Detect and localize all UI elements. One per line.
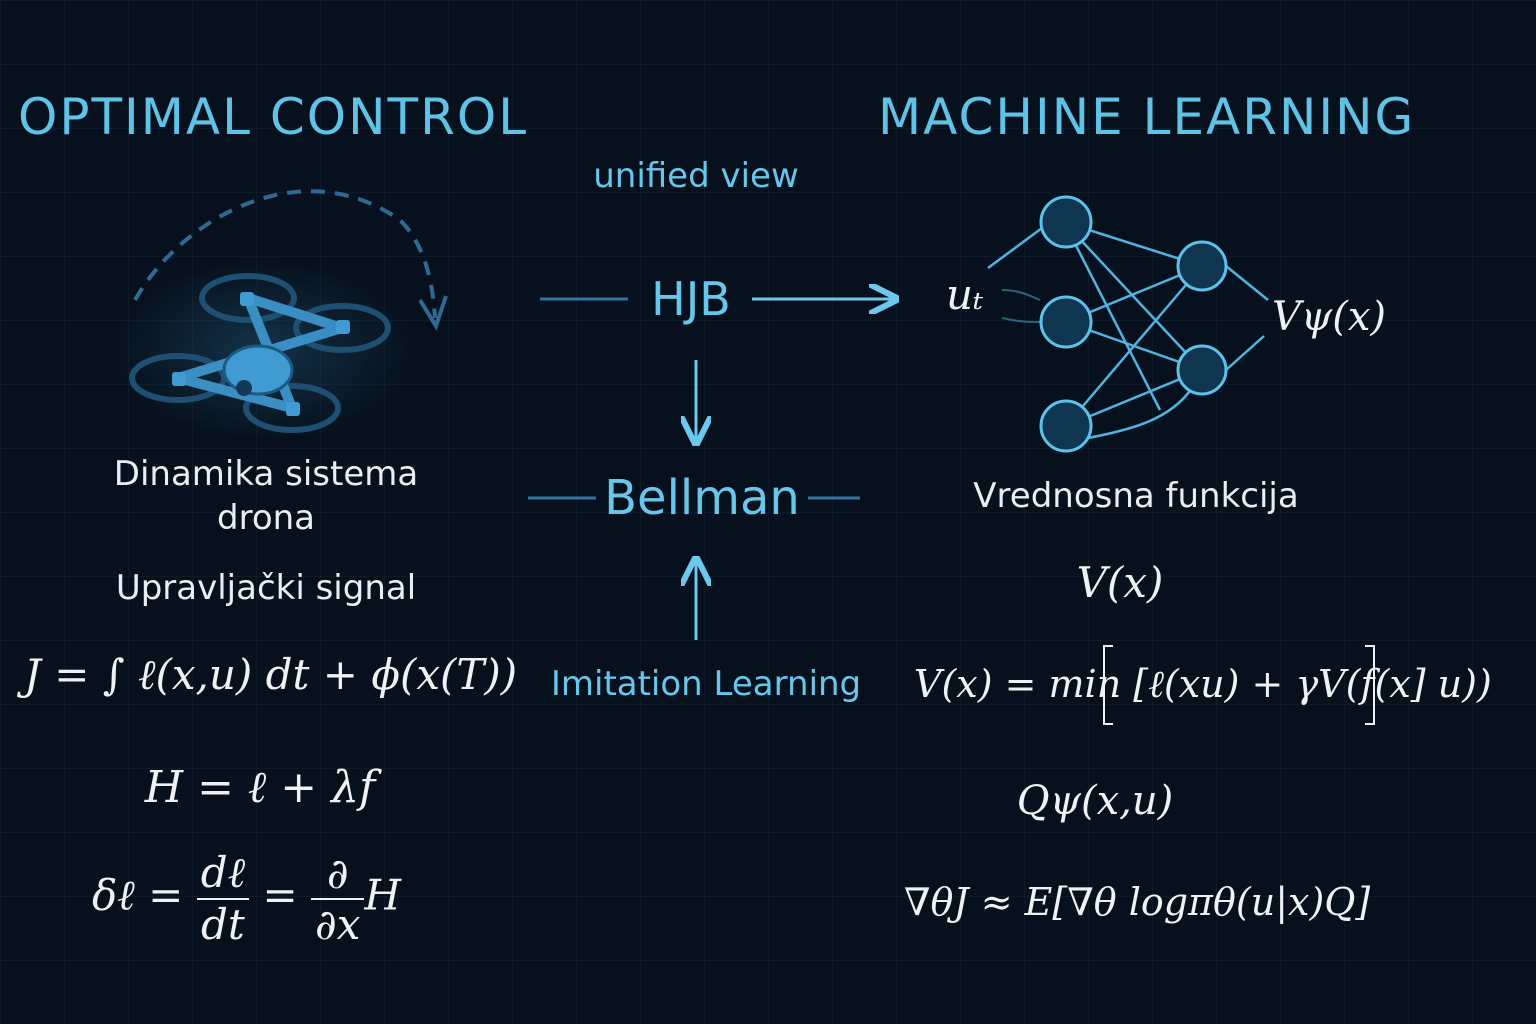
equation-brackets [1103, 645, 1375, 725]
arc-arrow-icon [133, 189, 448, 331]
value-function-caption: Vrednosna funkcija [973, 476, 1299, 516]
costate-equals: = [262, 870, 298, 920]
value-function-symbol: V(x) [1076, 558, 1164, 607]
drone-dynamics-line2: drona [217, 498, 315, 538]
partial-numerator: ∂ [311, 849, 365, 900]
partial-denominator: ∂x [315, 899, 361, 949]
costate-lhs: δℓ = [92, 870, 184, 920]
drone-dynamics-line1: Dinamika sistema [113, 454, 419, 494]
bellman-equation: V(x) = min [ℓ(xu) + γV(f(x] u)) [914, 662, 1492, 706]
cost-functional-equation: J = ∫ ℓ(x,u) dt + ϕ(x(T)) [24, 650, 518, 699]
policy-gradient-equation: ∇θJ ≈ E[∇θ logπθ(u|x)Q] [904, 880, 1371, 924]
neural-network-icon [987, 195, 1269, 453]
derivative-fraction: dℓ dt [196, 848, 250, 949]
hamiltonian-equation: H = ℓ + λf [144, 762, 376, 813]
optimal-control-title: OPTIMAL CONTROL [18, 88, 529, 146]
hamiltonian-symbol: H [364, 870, 402, 920]
costate-equation: δℓ = dℓ dt = ∂ ∂x H [92, 848, 401, 949]
derivative-numerator: dℓ [196, 848, 250, 900]
control-signal-caption: Upravljački signal [115, 568, 417, 608]
drone-dynamics-caption: Dinamika sistema drona [86, 452, 446, 540]
unified-view-label: unified view [593, 156, 799, 196]
q-function-symbol: Qψ(x,u) [1016, 778, 1174, 824]
machine-learning-title: MACHINE LEARNING [878, 88, 1416, 146]
bellman-label: Bellman [604, 470, 800, 526]
network-output-label: Vψ(x) [1272, 294, 1387, 340]
drone-icon [112, 260, 412, 440]
partial-fraction: ∂ ∂x [311, 849, 365, 949]
imitation-learning-label: Imitation Learning [550, 664, 862, 704]
derivative-denominator: dt [201, 900, 245, 949]
hjb-label: HJB [651, 272, 731, 326]
network-input-label: uₜ [946, 270, 984, 319]
